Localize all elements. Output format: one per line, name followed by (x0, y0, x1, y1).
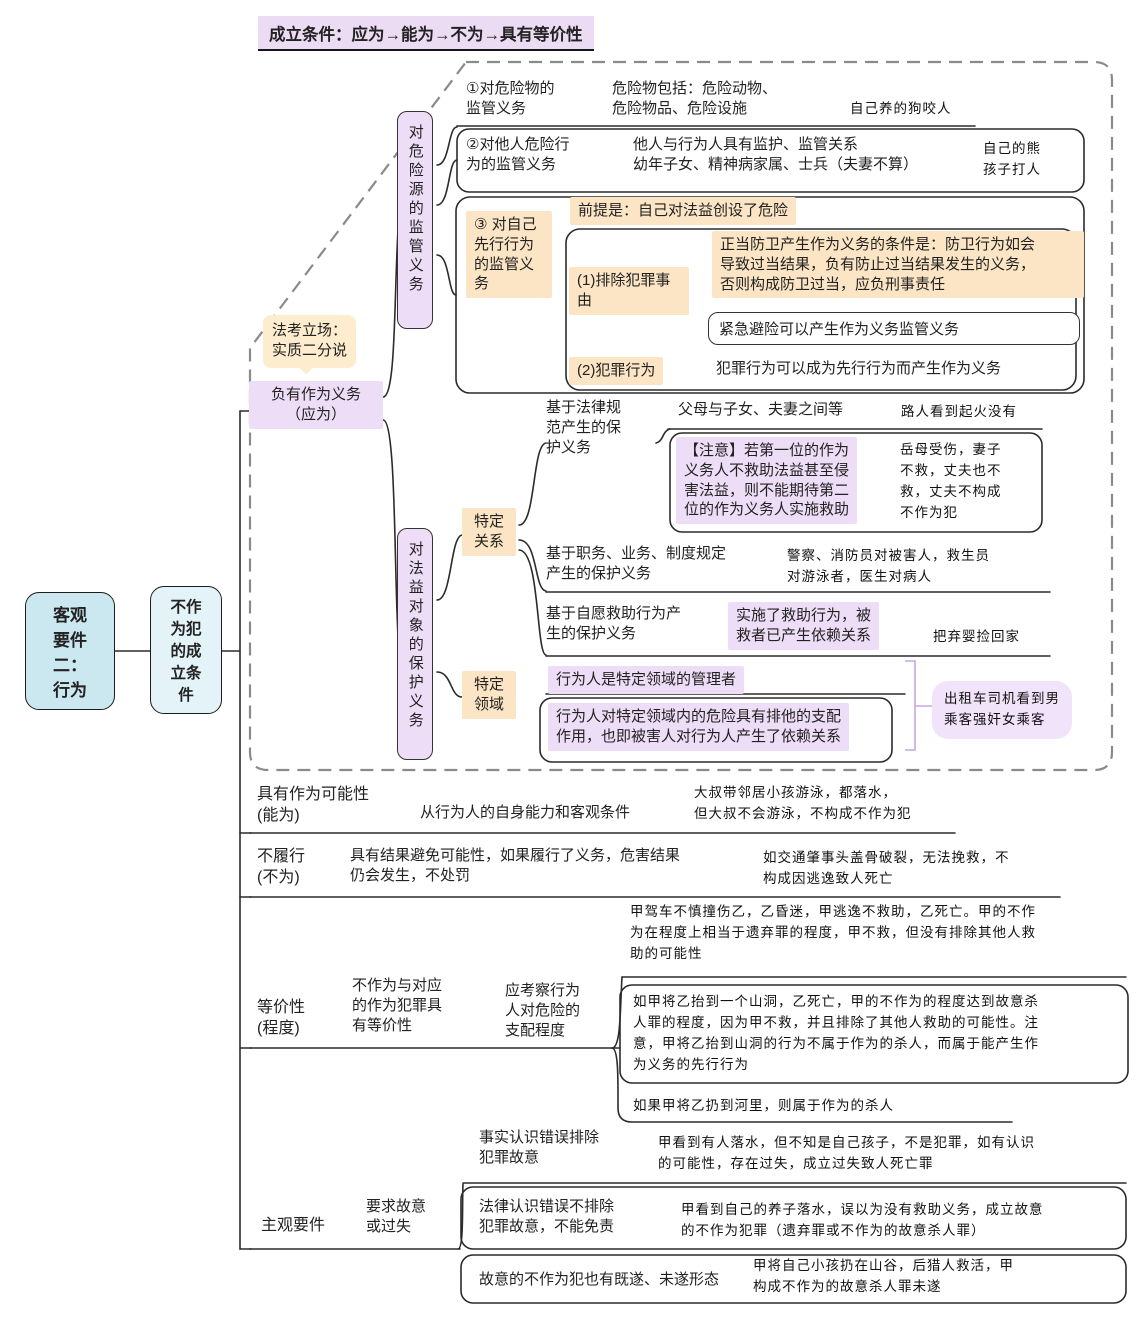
example-naughty-kid: 自己的熊 孩子打人 (983, 141, 1041, 178)
example-passerby-fire: 路人看到起火没有 (901, 404, 1017, 420)
example-uncle-swim: 大叔带邻居小孩游泳，都落水， 但大叔不会游泳，不构成不作为犯 (694, 785, 912, 822)
node-legal-interest-duty: 对法益对象的保护义务 (397, 528, 433, 760)
note-equivalence-2: 应考察行为 人对危险的 支配程度 (505, 982, 581, 1039)
node-field-control: 行为人对特定领域内的危险具有排他的支配 作用，也即被害人对行为人产生了依赖关系 (548, 703, 850, 751)
node-field-manager: 行为人是特定领域的管理者 (548, 666, 745, 694)
note-voluntary-rescue: 实施了救助行为，被 救者已产生依赖关系 (728, 602, 880, 650)
node-exclusion-cause: (1)排除犯罪事 由 (569, 267, 689, 315)
node-notice: 【注意】若第一位的作为 义务人不救助法益甚至侵 害法益，则不能期待第二 位的作为… (676, 437, 858, 525)
example-abandoned-baby: 把弃婴捡回家 (933, 629, 1020, 645)
note-criminal-act: 犯罪行为可以成为先行行为而产生作为义务 (716, 360, 1002, 377)
example-river: 如果甲将乙扔到河里，则属于作为的杀人 (633, 1098, 894, 1114)
node-fact-error: 事实认识错误排除 犯罪故意 (479, 1129, 600, 1166)
note-dangerous-things: 危险物包括：危险动物、 危险物品、危险设施 (612, 80, 778, 117)
example-cave: 如甲将乙抬到一个山洞，乙死亡，甲的不作为的程度达到故意杀 人罪的程度，因为甲不救… (633, 994, 1039, 1073)
example-hit-and-run: 甲驾车不慎撞伤乙，乙昏迷，甲逃逸不救助，乙死亡。甲的不作 为在程度上相当于遗弃罪… (630, 904, 1036, 962)
node-voluntary-rescue-duty: 基于自愿救助行为产 生的保护义务 (546, 605, 682, 642)
example-fact-error: 甲看到有人落水，但不知是自己孩子，不是犯罪，如有认识 的可能性，存在过失，成立过… (658, 1135, 1035, 1172)
node-law-based-duty: 基于法律规 范产生的保 护义务 (546, 399, 622, 456)
node-possibility: 具有作为可能性 (能为) (257, 786, 370, 825)
note-possibility: 从行为人的自身能力和客观条件 (420, 804, 631, 821)
node-criminal-act: (2)犯罪行为 (569, 357, 664, 385)
note-equivalence-1: 不作为与对应 的作为犯罪具 有等价性 (352, 977, 443, 1034)
node-subjective: 主观要件 (261, 1217, 326, 1234)
node-nonperformance: 不履行 (不为) (257, 848, 306, 887)
node-attempt-forms: 故意的不作为犯也有既遂、未遂形态 (479, 1271, 720, 1288)
field-bracket (905, 660, 932, 751)
example-law-error: 甲看到自己的养子落水，误以为没有救助义务，成立故意 的不作为犯罪（遗弃罪或不作为… (681, 1202, 1044, 1239)
node-prior-act-duty: ③ 对自己 先行行为 的监管义 务 (466, 211, 552, 299)
note-subjective: 要求故意 或过失 (366, 1198, 427, 1235)
node-premise: 前提是：自己对法益创设了危险 (570, 197, 797, 225)
example-mother-in-law: 岳母受伤，妻子 不救，丈夫也不 救，丈夫不构成 不作为犯 (900, 442, 1002, 521)
node-others-danger: ②对他人危险行 为的监管义务 (466, 136, 570, 173)
node-specific-relation: 特定 关系 (462, 508, 516, 556)
node-equivalence: 等价性 (程度) (257, 999, 306, 1038)
node-dangerous-things: ①对危险物的 监管义务 (466, 80, 555, 117)
example-attempt: 甲将自己小孩扔在山谷，后猎人救活，甲 构成不作为的故意杀人罪未遂 (753, 1258, 1014, 1295)
node-emergency-avoidance: 紧急避险可以产生作为义务监管义务 (708, 312, 1080, 345)
exam-position-callout: 法考立场： 实质二分说 (263, 315, 357, 368)
page-title: 成立条件：应为→能为→不为→具有等价性 (258, 16, 594, 51)
node-danger-source-duty: 对危险源的监管义务 (397, 111, 433, 329)
note-nonperformance: 具有结果避免可能性，如果履行了义务，危害结果 仍会发生，不处罚 (350, 847, 681, 884)
example-dog-bite: 自己养的狗咬人 (850, 101, 952, 117)
example-police-doctor: 警察、消防员对被害人，救生员 对游泳者，医生对病人 (787, 548, 990, 585)
dashed-region-border (248, 60, 1114, 772)
node-root-topic: 不作 为犯 的成 立条 件 (150, 586, 222, 714)
node-specific-field: 特定 领域 (462, 671, 516, 719)
node-objective-element: 客观 要件 二： 行为 (25, 592, 115, 710)
node-obligation: 负有作为义务 （应为） (249, 381, 383, 429)
example-taxi-driver: 出租车司机看到男 乘客强奸女乘客 (932, 681, 1072, 739)
example-traffic-accident: 如交通肇事头盖骨破裂，无法挽救，不 构成因逃逸致人死亡 (763, 850, 1010, 887)
node-justifiable-defense: 正当防卫产生作为义务的条件是：防卫行为如会 导致过当结果，负有防止过当结果发生的… (712, 231, 1084, 299)
node-law-error: 法律认识错误不排除 犯罪故意，不能免责 (479, 1198, 615, 1235)
node-job-based-duty: 基于职务、业务、制度规定 产生的保护义务 (546, 545, 727, 582)
note-others-danger: 他人与行为人具有监护、监管关系 幼年子女、精神病家属、士兵（夫妻不算） (633, 136, 919, 173)
note-law-based-duty: 父母与子女、夫妻之间等 (678, 401, 844, 418)
